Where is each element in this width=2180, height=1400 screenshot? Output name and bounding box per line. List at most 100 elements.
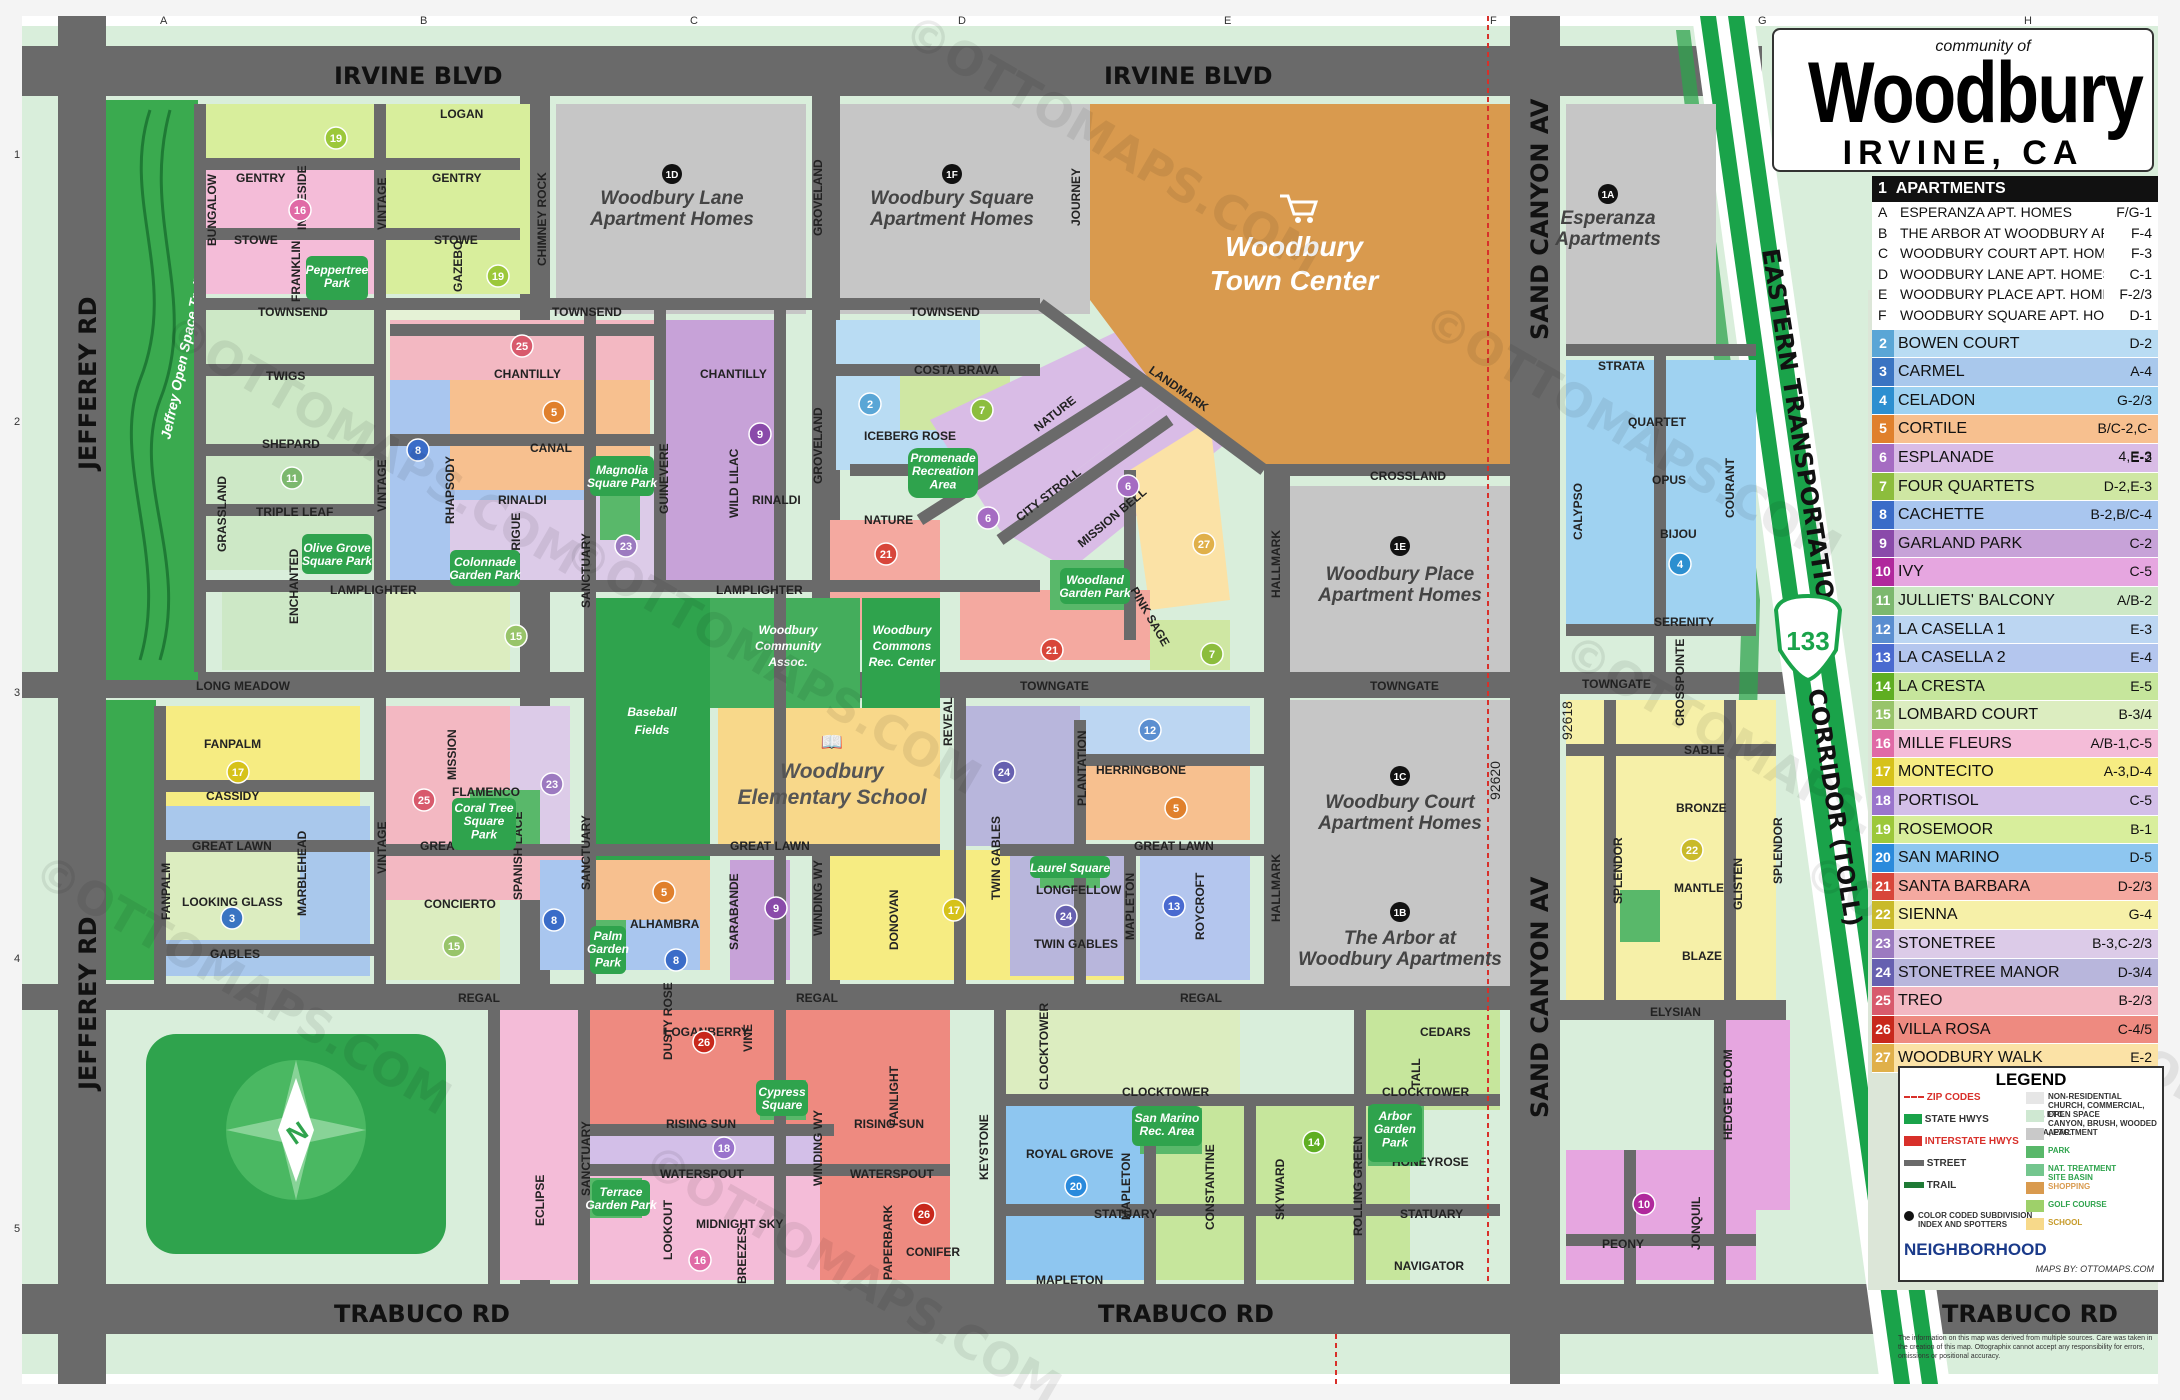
park-coraltree-text: Coral Tree	[454, 801, 513, 815]
spotter-number: 23	[546, 779, 558, 791]
legend-golf: GOLF COURSE	[2026, 1200, 2158, 1212]
apartment-index-letter: E	[1878, 286, 1888, 303]
street-sanctuary-2: SANCTUARY	[579, 815, 593, 890]
legend-index-label: COLOR CODED SUBDIVISION INDEX AND SPOTTE…	[1918, 1211, 2033, 1229]
legend-state-label: STATE HWYS	[1924, 1114, 1989, 1125]
legend-school-swatch	[2026, 1218, 2044, 1230]
street-mapleton-2: MAPLETON	[1119, 1153, 1133, 1220]
spotter-marker	[1680, 838, 1704, 862]
park-colonnade-text: Colonnade	[454, 555, 516, 569]
neighborhood-index-grid: D-2/3	[2117, 877, 2152, 894]
neighborhood-index-grid: B-3/4	[2118, 706, 2152, 723]
spotter-number: 23	[620, 541, 632, 553]
street-sanctuary-1: SANCTUARY	[579, 533, 593, 608]
park-sanmarino-text: San Marino	[1135, 1111, 1200, 1125]
park-colonnade-text-line-2: Garden Park	[449, 568, 522, 582]
neighborhood-index-grid: C-5	[2129, 563, 2152, 580]
spotter-marker	[1054, 904, 1078, 928]
park-palm-text-line-3: Park	[595, 955, 622, 969]
neighborhood-index-grid: D-2	[2129, 334, 2152, 351]
title-small: community of	[1935, 38, 2031, 55]
street-glisten: GLISTEN	[1731, 858, 1745, 910]
commons-c: Rec. Center	[869, 655, 937, 669]
street-winding-wy-1: WINDING WY	[811, 860, 825, 936]
neighborhood-index-name: FOUR QUARTETS	[1898, 477, 2035, 495]
local-streets	[154, 104, 1776, 1284]
legend-nonres-swatch	[2026, 1092, 2044, 1104]
spotter-number: 17	[948, 905, 960, 917]
apt-1e-badge: 1E	[1394, 542, 1407, 553]
park-woodland-text: Woodland	[1066, 573, 1124, 587]
spotter-number: 20	[1070, 1181, 1082, 1193]
spotter-marker	[748, 422, 772, 446]
neighborhood-index-name: LA CRESTA	[1898, 677, 1985, 695]
street-navigator: NAVIGATOR	[1394, 1259, 1464, 1273]
street-splendor-2: SPLENDOR	[1771, 817, 1785, 884]
spotter-number: 15	[510, 631, 522, 643]
street-gentry-2: GENTRY	[432, 171, 482, 185]
spotter-number: 26	[698, 1037, 710, 1049]
street-courant: COURANT	[1723, 457, 1737, 518]
street-skyward: SKYWARD	[1273, 1158, 1287, 1220]
neighborhood-index-name: ESPLANADE	[1898, 448, 1995, 466]
apartment-index-letter: A	[1878, 204, 1888, 220]
spotter-number: 15	[448, 941, 460, 953]
spotter-number: 17	[232, 767, 244, 779]
legend-street: STREET	[1904, 1158, 1966, 1169]
street-great-lawn-3: GREAT LAWN	[730, 839, 810, 853]
zip-boundary	[1335, 16, 1489, 1384]
neighborhood-index-number: 19	[1872, 815, 1894, 844]
street-stowe-2: STOWE	[434, 233, 478, 247]
street-hallmark-2: HALLMARK	[1269, 854, 1283, 922]
neighborhood-index-name: CORTILE	[1898, 420, 1968, 438]
street-hallmark-1: HALLMARK	[1269, 530, 1283, 598]
street-opus: OPUS	[1652, 473, 1686, 487]
spotter-marker	[692, 1030, 716, 1054]
neighborhood-index-number: 14	[1872, 672, 1894, 701]
street-chantilly-1: CHANTILLY	[494, 367, 561, 381]
spotter-marker	[1064, 1174, 1088, 1198]
community-assoc-a: Woodbury	[758, 623, 818, 637]
spotter-number: 4	[1677, 559, 1684, 571]
street-breezes: BREEZES	[735, 1227, 749, 1284]
zip-north: 92620	[1487, 761, 1503, 800]
neighborhood-index-name: LA CASELLA 1	[1898, 620, 2006, 638]
grid-col-g: G	[1758, 15, 1767, 27]
irvine-blvd-east-label: IRVINE BLVD	[1104, 62, 1273, 90]
neighborhood-index-name: STONETREE MANOR	[1898, 963, 2060, 981]
baseball-a: Baseball	[627, 705, 677, 719]
spotter-number: 8	[415, 445, 421, 457]
legend-school-label: SCHOOL	[2048, 1218, 2083, 1227]
street-rising-sun-1: RISING SUN	[666, 1117, 736, 1131]
street-alhambra: ALHAMBRA	[630, 917, 700, 931]
commons-b: Commons	[873, 639, 932, 653]
neighborhood-index-number: 26	[1872, 1015, 1894, 1044]
legend-nat-label: NAT. TREATMENT SITE BASIN	[2048, 1164, 2117, 1182]
neighborhood-index-number: 15	[1872, 701, 1894, 729]
legend-openspace-swatch	[2026, 1110, 2044, 1122]
community-assoc-b: Community	[755, 639, 822, 653]
spotter-marker	[486, 264, 510, 288]
apartment-index-grid: C-1	[2129, 265, 2152, 282]
neighborhood-index-grid: C-2	[2129, 534, 2152, 551]
interstate-hwy-icon	[1904, 1136, 1922, 1147]
spotter-number: 25	[418, 795, 430, 807]
spotter-marker	[1164, 796, 1188, 820]
street-regal-3: REGAL	[1180, 991, 1222, 1005]
park-magnolia-text-line-2: Square Park	[587, 476, 658, 490]
street-flamenco: FLAMENCO	[452, 785, 520, 799]
school-b: Elementary School	[737, 786, 927, 809]
